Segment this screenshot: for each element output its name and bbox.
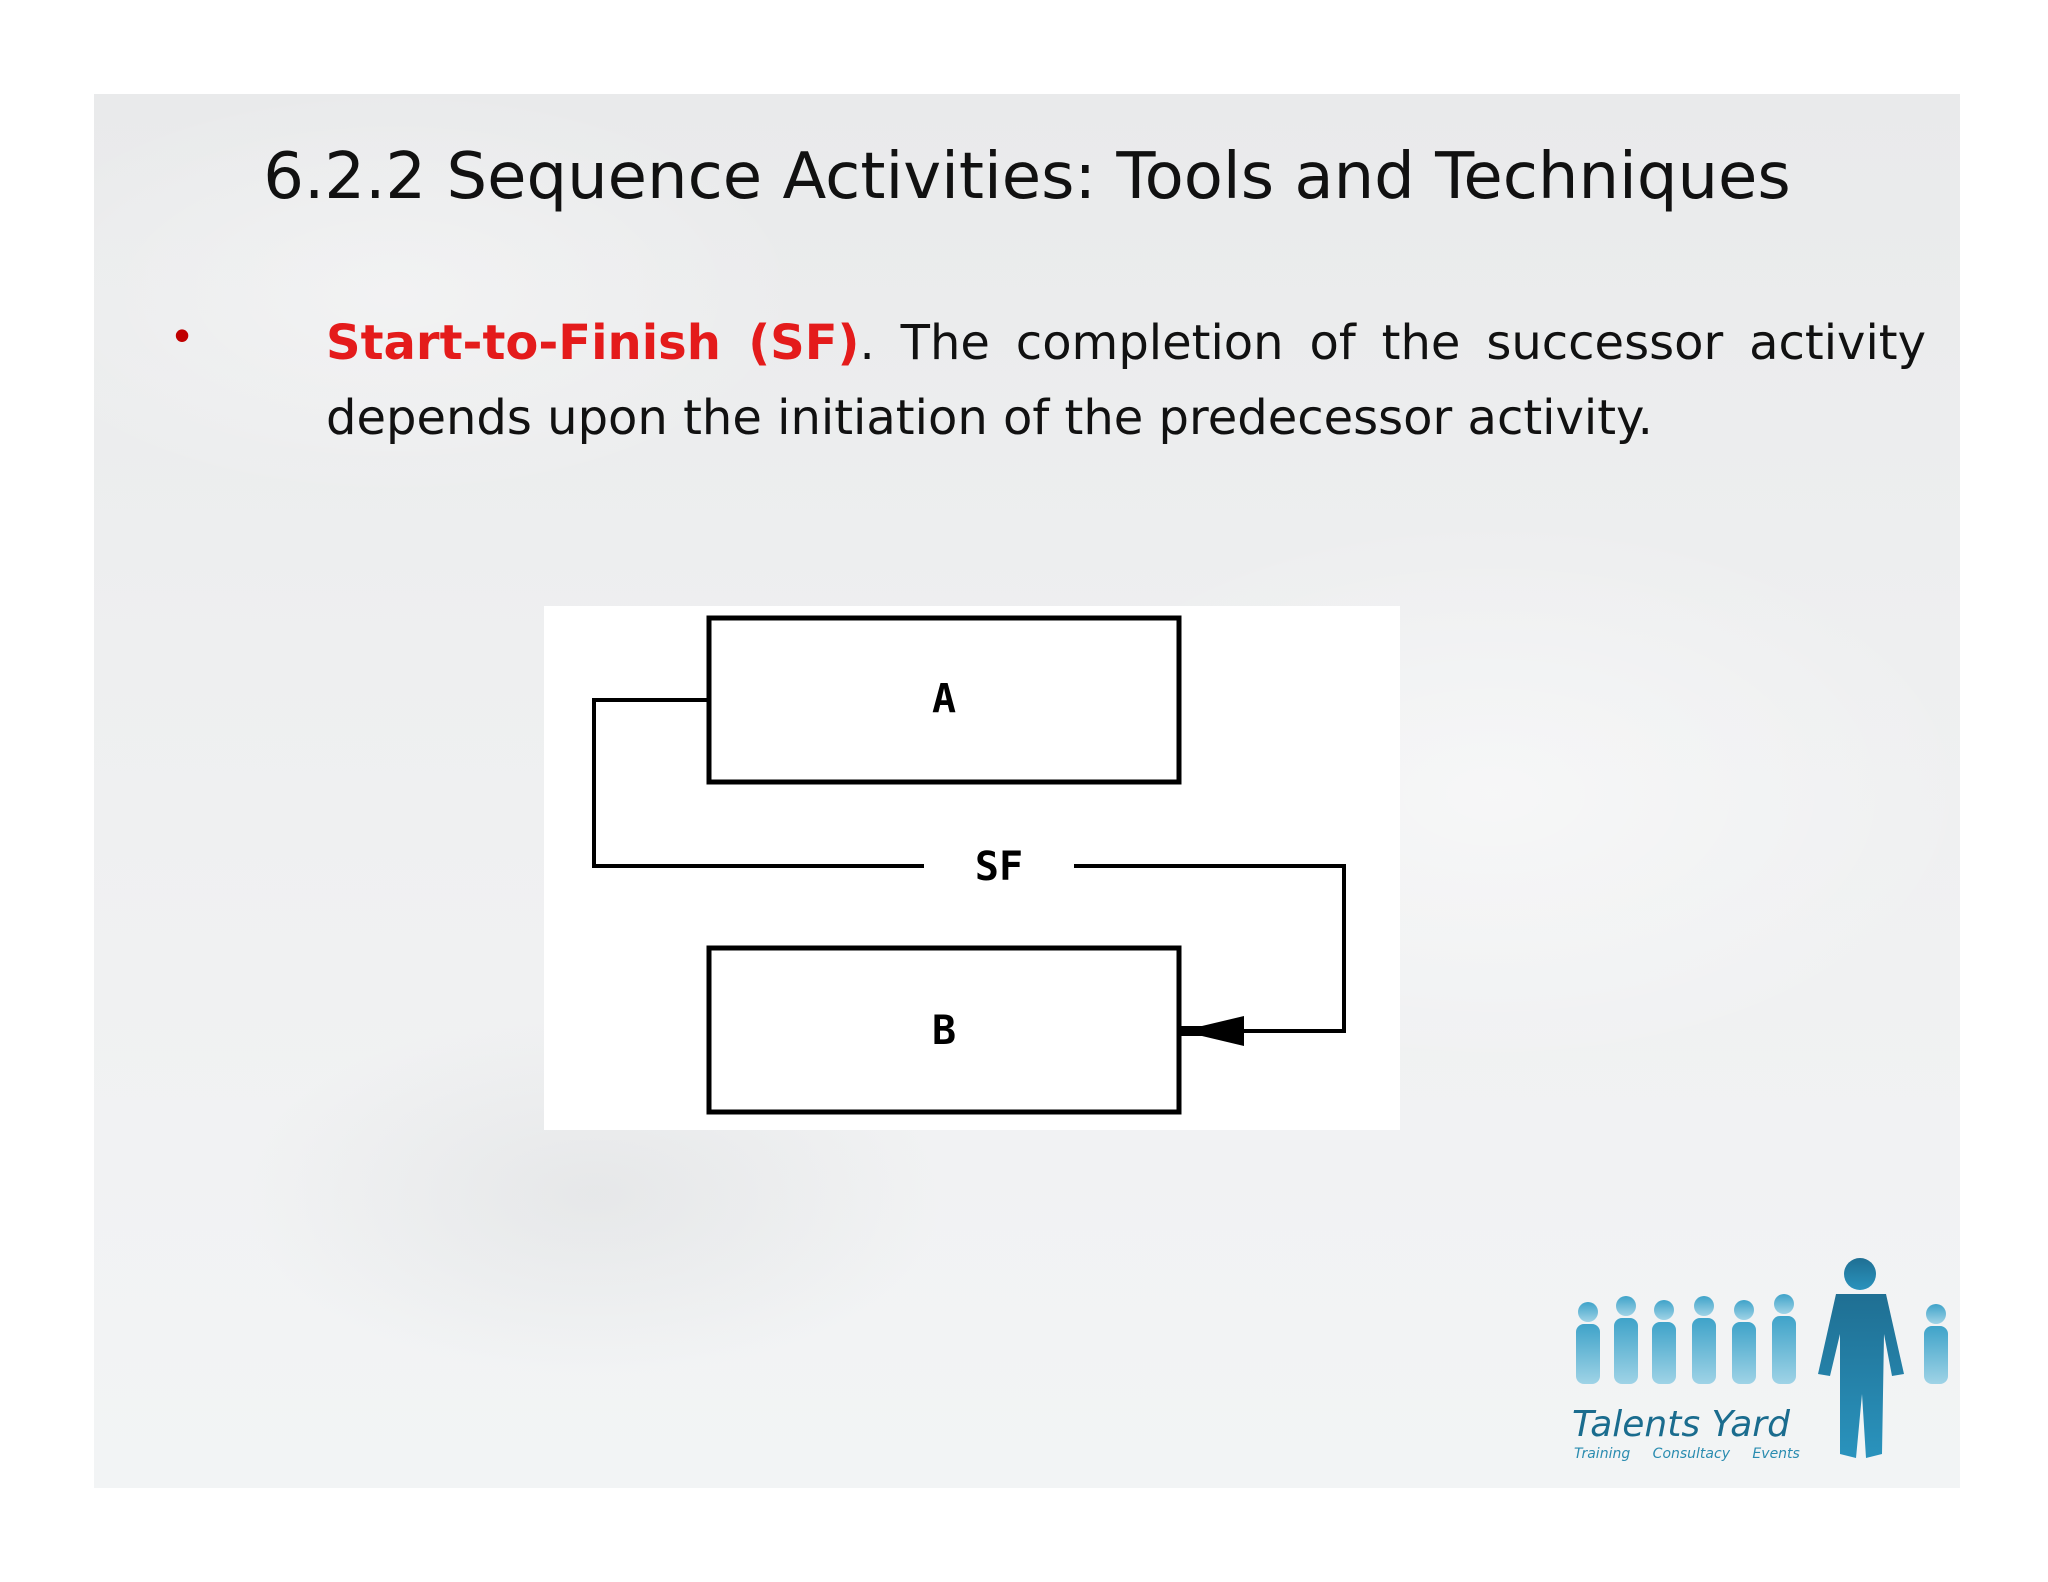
logo-tagline: Training Consultacy Events bbox=[1574, 1446, 1800, 1462]
bullet-description: . The completion of the successor activi… bbox=[326, 315, 1927, 446]
diagram-canvas: A B SF bbox=[592, 615, 1346, 1115]
people-silhouettes-icon bbox=[1576, 1258, 1948, 1458]
box-b-label: B bbox=[932, 1008, 956, 1054]
slide: 6.2.2 Sequence Activities: Tools and Tec… bbox=[94, 94, 1960, 1488]
connector-from-a-start bbox=[592, 698, 924, 868]
connector-to-b-finish bbox=[1074, 864, 1346, 1033]
bullet-text: Start-to-Finish (SF). The completion of … bbox=[326, 306, 1926, 456]
logo-name: Talents Yard bbox=[1572, 1404, 1790, 1445]
bullet-marker: • bbox=[174, 309, 191, 361]
bullet-term: Start-to-Finish (SF) bbox=[326, 315, 860, 371]
slide-title: 6.2.2 Sequence Activities: Tools and Tec… bbox=[263, 140, 1791, 214]
sf-dependency-diagram: A B SF bbox=[544, 606, 1400, 1130]
box-a-label: A bbox=[932, 676, 956, 722]
relation-label: SF bbox=[975, 844, 1023, 890]
box-b bbox=[706, 945, 1182, 1115]
